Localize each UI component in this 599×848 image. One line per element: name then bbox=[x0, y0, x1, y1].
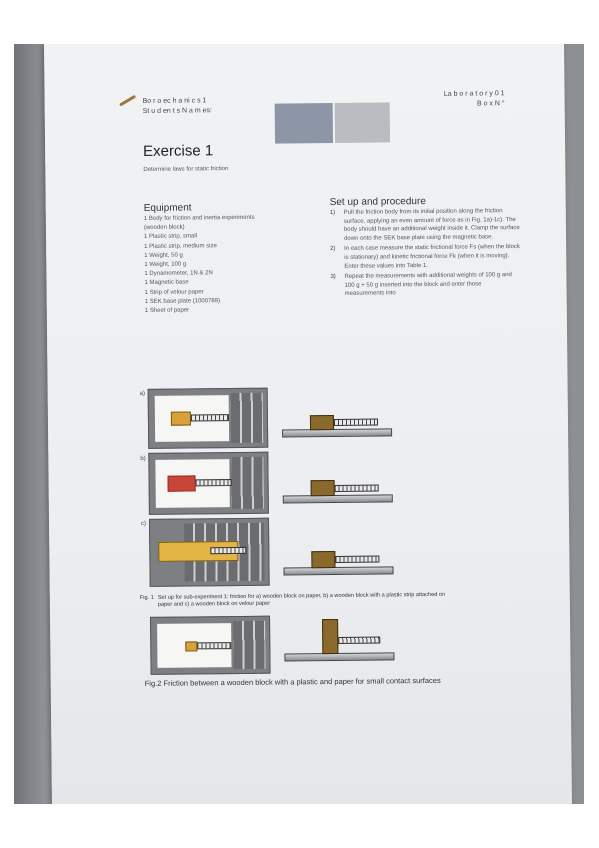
side-view-dynamometer bbox=[333, 418, 379, 426]
base-plate-holes bbox=[233, 620, 266, 670]
figure-a-photo bbox=[147, 387, 269, 449]
side-view-dynamometer bbox=[335, 555, 380, 563]
step-text: Pull the friction body from its initial … bbox=[343, 208, 520, 242]
figure-c-photo bbox=[148, 517, 270, 587]
side-view-block bbox=[309, 414, 335, 431]
base-plate-holes bbox=[231, 456, 264, 510]
block-with-plastic-strip bbox=[167, 475, 196, 492]
figure-label-c: c) bbox=[141, 520, 147, 528]
procedure-list: 1) Pull the friction body from its initi… bbox=[330, 207, 521, 301]
side-view-dynamometer bbox=[334, 484, 379, 492]
laboratory-number: La b o r a t o r y 0 1 bbox=[443, 90, 505, 98]
equipment-list: 1 Body for friction and inertia experime… bbox=[144, 214, 256, 316]
figure-2-photo bbox=[150, 615, 271, 675]
step-text: In each case measure the static friction… bbox=[344, 244, 520, 270]
base-plate-holes bbox=[230, 392, 264, 444]
fig2-caption: Fig.2 Friction between a wooden block wi… bbox=[144, 675, 441, 688]
students-names-label: St u d en t s N a m es: bbox=[142, 107, 213, 115]
step-number: 3) bbox=[330, 274, 336, 281]
step-number: 1) bbox=[329, 209, 336, 217]
side-view-rail bbox=[282, 494, 393, 504]
dynamometer bbox=[195, 479, 232, 487]
side-view-rail bbox=[283, 566, 394, 576]
header-left: Bo r o ec h a ni c s 1 St u d en t s N a… bbox=[143, 96, 212, 117]
photo-background: Bo r o ec h a ni c s 1 St u d en t s N a… bbox=[14, 44, 584, 804]
list-item: 1 Sheet of paper bbox=[144, 307, 190, 314]
side-view-dynamometer bbox=[338, 636, 381, 644]
equipment-heading: Equipment bbox=[143, 202, 192, 214]
figure-label-b: b) bbox=[140, 455, 146, 463]
procedure-heading: Set up and procedure bbox=[329, 196, 426, 209]
side-view-rail bbox=[284, 652, 395, 662]
list-item: 3) Repeat the measurements with addition… bbox=[330, 271, 520, 299]
figure-label-a: a) bbox=[139, 390, 146, 398]
figure-b-photo bbox=[148, 451, 269, 515]
side-view-block bbox=[311, 550, 336, 569]
redaction-box bbox=[334, 102, 391, 143]
list-item: 1 Body for friction and inertia experime… bbox=[143, 214, 255, 222]
dynamometer bbox=[197, 642, 232, 650]
redaction-box bbox=[274, 102, 334, 144]
fig1-caption-text: Set up for sub-experiment 1: friction fo… bbox=[157, 591, 446, 608]
step-text: Repeat the measurements with additional … bbox=[344, 272, 512, 298]
exercise-title: Exercise 1 bbox=[143, 142, 214, 160]
wooden-block bbox=[170, 411, 192, 426]
list-item: 1) Pull the friction body from its initi… bbox=[330, 207, 520, 243]
dynamometer bbox=[190, 414, 229, 422]
document-page: Bo r o ec h a ni c s 1 St u d en t s N a… bbox=[44, 44, 573, 804]
header-right: La b o r a t o r y 0 1 B o x N ° bbox=[444, 89, 505, 110]
step-number: 2) bbox=[330, 246, 336, 253]
list-item: 2) In each case measure the static frict… bbox=[330, 243, 520, 271]
dynamometer bbox=[210, 546, 247, 555]
side-view-block bbox=[310, 479, 335, 497]
exercise-subtitle: Determine laws for static friction bbox=[143, 166, 229, 173]
staple bbox=[119, 94, 137, 107]
side-view-block-upright bbox=[322, 618, 339, 655]
side-view-rail bbox=[282, 428, 393, 438]
wooden-block-small bbox=[185, 641, 198, 652]
box-number-label: B o x N ° bbox=[476, 100, 505, 108]
